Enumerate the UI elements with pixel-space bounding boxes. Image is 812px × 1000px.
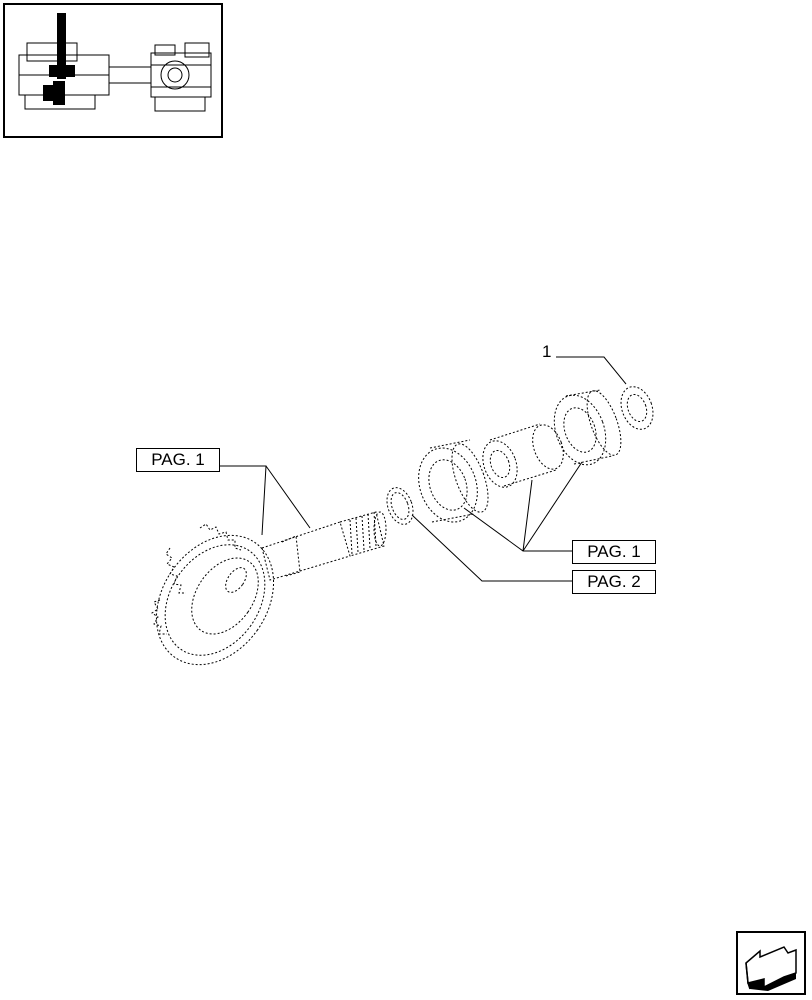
ring-gear bbox=[155, 534, 275, 666]
spacer-ring-part-1 bbox=[620, 386, 654, 430]
bearing-front bbox=[418, 439, 489, 523]
ref-box-right-bottom[interactable]: PAG. 2 bbox=[572, 570, 656, 594]
shim-washer bbox=[386, 487, 414, 525]
next-page-arrow-icon bbox=[745, 946, 797, 991]
leader-ref-right-bottom bbox=[411, 514, 574, 582]
ref-box-right-top[interactable]: PAG. 1 bbox=[572, 540, 656, 564]
leader-part-1 bbox=[556, 356, 627, 385]
leader-ref-left bbox=[218, 465, 311, 536]
axle-assembly-overview-icon bbox=[18, 13, 212, 112]
ref-box-left[interactable]: PAG. 1 bbox=[136, 448, 220, 472]
leader-ref-right-top bbox=[463, 461, 583, 552]
pinion-shaft bbox=[261, 511, 387, 581]
next-page-button[interactable] bbox=[736, 931, 806, 995]
assembly-overview-thumbnail bbox=[3, 3, 223, 138]
ring-gear-teeth bbox=[151, 523, 242, 635]
part-number-callout: 1 bbox=[542, 342, 552, 361]
spacer-sleeve bbox=[482, 423, 564, 488]
bearing-rear bbox=[553, 389, 622, 466]
